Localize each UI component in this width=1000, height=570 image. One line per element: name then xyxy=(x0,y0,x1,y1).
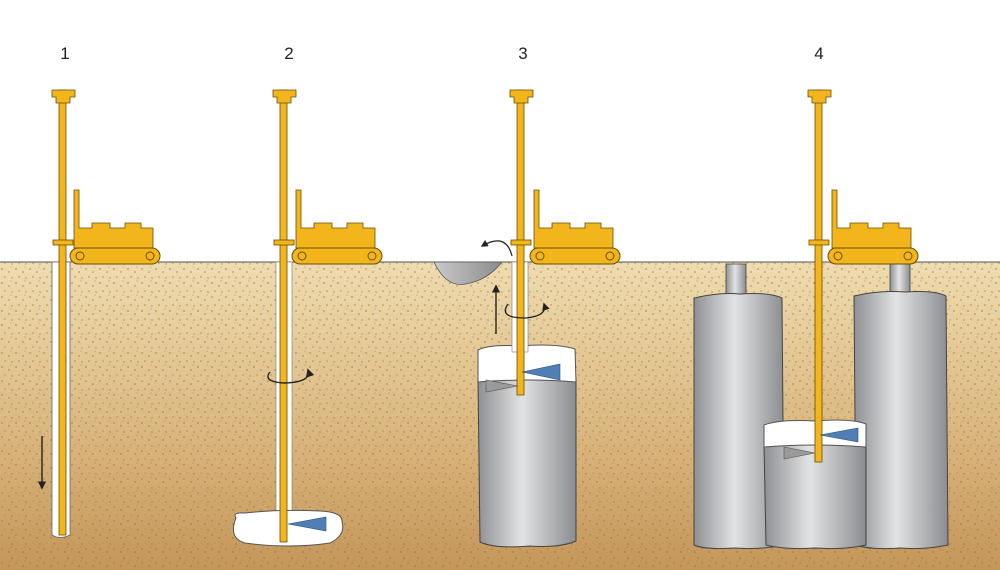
rig-mast-4 xyxy=(814,89,823,463)
step-2-label: 2 xyxy=(284,44,294,63)
rig-track-4 xyxy=(827,247,919,265)
spoil-return xyxy=(433,261,503,285)
rig-track-1 xyxy=(69,247,161,265)
step-1-label: 1 xyxy=(60,44,70,63)
rig-support-2 xyxy=(273,239,295,246)
jet-nozzle-4-blue xyxy=(819,427,859,443)
rig-cab-2 xyxy=(295,189,376,249)
rig-mast-head-3 xyxy=(509,89,534,104)
step-4-label: 4 xyxy=(814,44,824,63)
rotation-arrow-3 xyxy=(504,302,550,319)
step-3-label: 3 xyxy=(518,44,528,63)
jet-nozzle-3-blue xyxy=(521,363,561,381)
rig-mast-1 xyxy=(58,89,67,536)
rig-track-3 xyxy=(529,247,621,265)
rig-cab-3 xyxy=(533,189,614,249)
rig-mast-head-4 xyxy=(807,89,832,104)
column-stub-left xyxy=(725,263,747,299)
rig-mast-head-1 xyxy=(51,89,76,104)
grout-column-3 xyxy=(477,377,577,548)
rig-support-1 xyxy=(52,239,74,246)
rig-support-3 xyxy=(510,239,532,246)
rig-mast-2 xyxy=(279,89,288,543)
rig-mast-head-2 xyxy=(272,89,297,104)
rig-support-4 xyxy=(808,239,830,246)
rig-track-2 xyxy=(291,247,383,265)
rig-cab-1 xyxy=(73,189,154,249)
step-3-withdrawal xyxy=(433,89,621,548)
grout-column-4-right xyxy=(853,291,949,550)
step-4-overlapping-columns xyxy=(693,89,949,550)
rotation-arrow-2 xyxy=(267,368,315,384)
rig-cab-4 xyxy=(831,189,912,249)
spoil-arrow xyxy=(480,239,513,257)
jet-nozzle-2 xyxy=(287,516,327,532)
jet-nozzle-4-gray xyxy=(783,446,816,460)
step-1-drilling xyxy=(37,89,161,538)
grout-column-4-middle xyxy=(763,443,867,550)
jet-nozzle-3-gray xyxy=(485,379,519,393)
grout-bulb-2 xyxy=(233,509,344,547)
step-2-jetting-start xyxy=(233,89,383,547)
